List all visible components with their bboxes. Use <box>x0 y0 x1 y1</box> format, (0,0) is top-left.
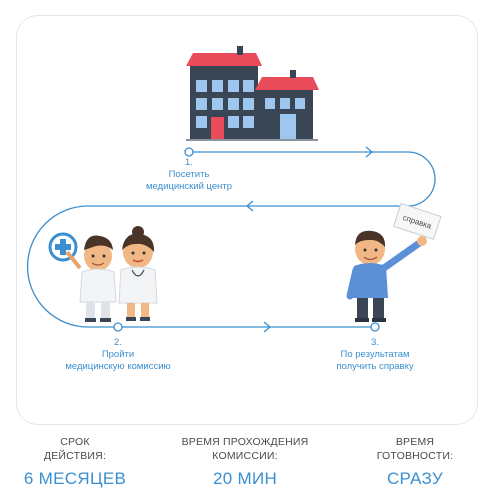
stat-duration-caption: ВРЕМЯ ПРОХОЖДЕНИЯ КОМИССИИ: <box>181 436 309 462</box>
step-1-number: 1. <box>185 157 193 168</box>
stat-validity-caption: СРОК ДЕЙСТВИЯ: <box>43 436 107 462</box>
step-2-line1: Пройти <box>101 349 135 360</box>
step-3-line2: получить справку <box>336 361 414 372</box>
step-3-number: 3. <box>371 337 379 348</box>
step-3-line1: По результатам <box>340 349 410 360</box>
man-with-certificate-illustration: справка <box>346 202 442 322</box>
stat-validity-value: 6 МЕСЯЦЕВ <box>23 469 127 488</box>
step-markers <box>113 147 380 332</box>
stat-duration: ВРЕМЯ ПРОХОЖДЕНИЯ КОМИССИИ: 20 МИН <box>160 435 330 489</box>
step-1-line2: медицинский центр <box>145 181 233 192</box>
stat-readiness-value: СРАЗУ <box>386 469 443 488</box>
step-3-label: 3. По результатам получить справку <box>320 337 430 373</box>
stat-readiness: ВРЕМЯ ГОТОВНОСТИ: СРАЗУ <box>345 435 485 489</box>
step-2-number: 2. <box>114 337 122 348</box>
stat-readiness-caption: ВРЕМЯ ГОТОВНОСТИ: <box>376 436 454 462</box>
stat-validity: СРОК ДЕЙСТВИЯ: 6 МЕСЯЦЕВ <box>10 435 140 489</box>
step-1-label: 1. Посетить медицинский центр <box>139 157 239 193</box>
step-2-line2: медицинскую комиссию <box>65 361 171 372</box>
flow-path <box>26 151 436 328</box>
stat-duration-value: 20 МИН <box>212 469 278 488</box>
step-1-line1: Посетить <box>168 169 210 180</box>
stats-row: СРОК ДЕЙСТВИЯ: 6 МЕСЯЦЕВ ВРЕМЯ ПРОХОЖДЕН… <box>0 435 492 503</box>
hospital-building-icon <box>186 46 319 141</box>
flow-arrows <box>245 146 374 333</box>
doctors-illustration <box>48 226 158 322</box>
step-2-label: 2. Пройти медицинскую комиссию <box>58 337 178 373</box>
